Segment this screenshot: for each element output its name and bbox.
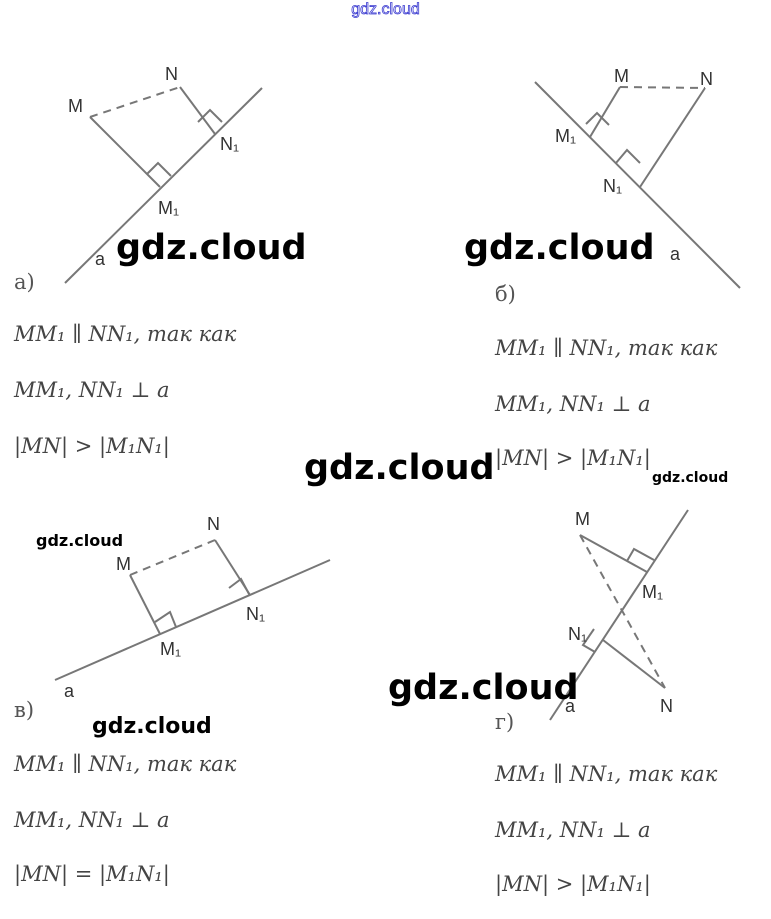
panel-b-line3: |MN| > |M₁N₁| [495,446,651,470]
svg-text:M: M [614,66,629,86]
svg-text:M₁: M₁ [642,582,663,602]
panel-a-label: а) [14,270,35,294]
panel-b-line2: MM₁, NN₁ ⊥ a [495,392,651,416]
panel-d-line2: MM₁, NN₁ ⊥ a [495,818,651,842]
watermark: gdz.cloud [92,714,212,739]
diagram-d: M N M₁ N₁ a [549,509,689,721]
label-N1: N₁ [220,134,239,154]
watermark: gdz.cloud [304,448,495,488]
panel-c-line1: MM₁ ∥ NN₁, так как [14,752,237,776]
watermark: gdz.cloud [36,531,124,550]
svg-text:M₁: M₁ [555,126,576,146]
diagram-c: M N M₁ N₁ a [54,514,331,701]
panel-b-label: б) [495,282,516,306]
label-M1: M₁ [158,198,179,218]
svg-text:M₁: M₁ [160,639,181,659]
panel-a-line2: MM₁, NN₁ ⊥ a [14,378,170,402]
panel-b-line1: MM₁ ∥ NN₁, так как [495,336,718,360]
svg-text:N: N [700,69,713,89]
diagram-b: M N M₁ N₁ a [534,66,741,289]
panel-d-label: г) [495,710,515,734]
svg-text:N₁: N₁ [568,624,587,644]
panel-c-line2: MM₁, NN₁ ⊥ a [14,808,170,832]
svg-text:N: N [660,696,673,716]
svg-text:M: M [116,554,131,574]
label-M: M [68,96,83,116]
watermark: gdz.cloud [116,228,307,268]
svg-text:M: M [575,509,590,529]
svg-text:a: a [565,696,576,716]
panel-d-line3: |MN| > |M₁N₁| [495,872,651,896]
label-a: a [95,249,106,269]
diagram-a: M N M₁ N₁ a [64,64,263,284]
panel-a-line1: MM₁ ∥ NN₁, так как [14,322,237,346]
panel-c-label: в) [14,698,35,722]
svg-text:N₁: N₁ [246,604,265,624]
svg-text:N₁: N₁ [603,176,622,196]
svg-text:a: a [670,244,681,264]
panel-a-line3: |MN| > |M₁N₁| [14,434,170,458]
panel-c-line3: |MN| = |M₁N₁| [14,862,170,886]
watermark: gdz.cloud [388,668,579,708]
watermark: gdz.cloud [652,470,729,486]
watermark: gdz.cloud [464,228,655,268]
svg-text:N: N [207,514,220,534]
panel-d-line1: MM₁ ∥ NN₁, так как [495,762,718,786]
label-N: N [165,64,178,84]
watermark-top: gdz.cloud [351,1,420,19]
svg-text:a: a [64,681,75,701]
